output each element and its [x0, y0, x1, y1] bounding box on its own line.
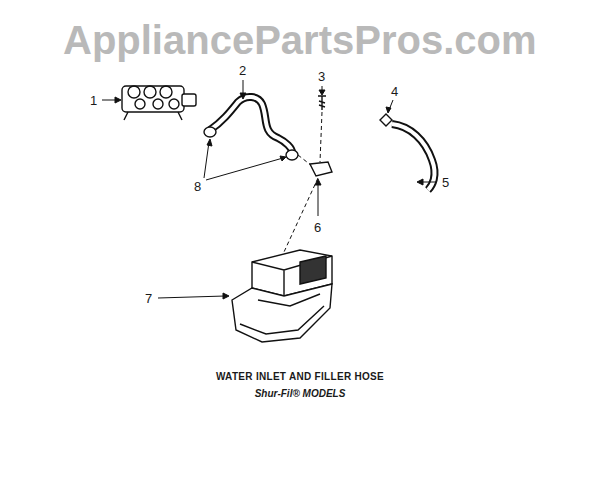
hose-clamp [204, 127, 216, 137]
hose-highlight [392, 124, 435, 190]
screw [318, 96, 326, 110]
filler-hose [210, 97, 292, 152]
hose-highlight [210, 97, 292, 152]
leader-line [204, 142, 209, 178]
water-valve [122, 86, 196, 120]
diagram-caption: Shur-Fil® MODELS [0, 388, 600, 399]
leader-line [206, 158, 283, 180]
leader-line [158, 296, 225, 298]
callout-number: 4 [391, 85, 398, 98]
diagram-title: WATER INLET AND FILLER HOSE [0, 371, 600, 382]
dispenser-housing [232, 250, 332, 342]
callout-number: 1 [90, 94, 97, 107]
exploded-view [122, 86, 435, 342]
leader-line [318, 182, 319, 216]
callout-number: 8 [194, 180, 201, 193]
callout-number: 2 [239, 64, 246, 77]
callout-number: 7 [145, 292, 152, 305]
callout-number: 6 [314, 221, 321, 234]
hose-clip [380, 114, 392, 126]
assembly-line [284, 112, 322, 252]
callout-number: 3 [318, 70, 325, 83]
fill-hose [392, 124, 435, 190]
hose-bracket [310, 162, 332, 176]
leader-lines [102, 80, 436, 299]
watermark: AppliancePartsPros.com [63, 20, 537, 60]
hose-clamp [286, 150, 298, 160]
callout-number: 5 [442, 176, 449, 189]
